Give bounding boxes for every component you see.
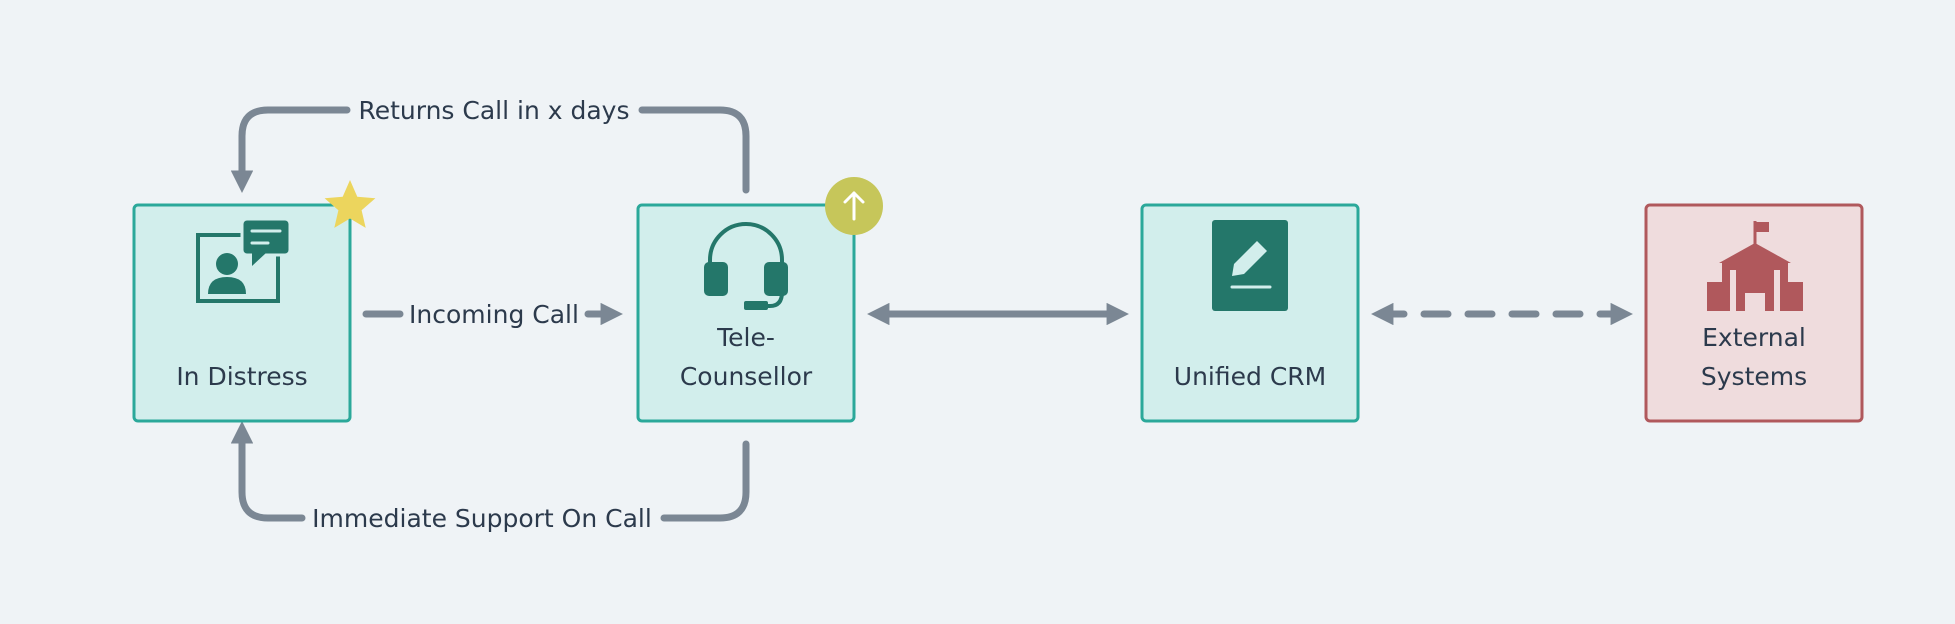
person-chat-icon bbox=[196, 217, 292, 303]
pencil-document-icon bbox=[1212, 220, 1288, 311]
institution-building-icon bbox=[1707, 221, 1803, 311]
edge-incoming-call: Incoming Call bbox=[362, 300, 623, 329]
node-label-external-systems-line1: External bbox=[1702, 323, 1806, 352]
edge-label-incoming-call: Incoming Call bbox=[409, 300, 579, 329]
node-label-in-distress: In Distress bbox=[176, 362, 307, 391]
node-tele-counsellor: Tele- Counsellor bbox=[636, 177, 883, 423]
up-arrow-icon bbox=[825, 177, 883, 235]
edge-label-returns-call: Returns Call in x days bbox=[358, 96, 629, 125]
node-label-tele-counsellor-line2: Counsellor bbox=[680, 362, 813, 391]
edge-label-immediate-support: Immediate Support On Call bbox=[312, 504, 652, 533]
node-unified-crm: Unified CRM bbox=[1140, 203, 1360, 423]
edge-immediate-support: Immediate Support On Call bbox=[230, 421, 750, 533]
star-icon bbox=[324, 180, 376, 228]
node-label-external-systems-line2: Systems bbox=[1701, 362, 1807, 391]
node-label-tele-counsellor-line1: Tele- bbox=[716, 323, 775, 352]
edge-returns-call: Returns Call in x days bbox=[230, 96, 750, 194]
node-in-distress: In Distress bbox=[132, 180, 376, 423]
node-label-unified-crm: Unified CRM bbox=[1174, 362, 1326, 391]
node-external-systems: External Systems bbox=[1644, 203, 1864, 423]
headset-icon bbox=[704, 222, 788, 310]
